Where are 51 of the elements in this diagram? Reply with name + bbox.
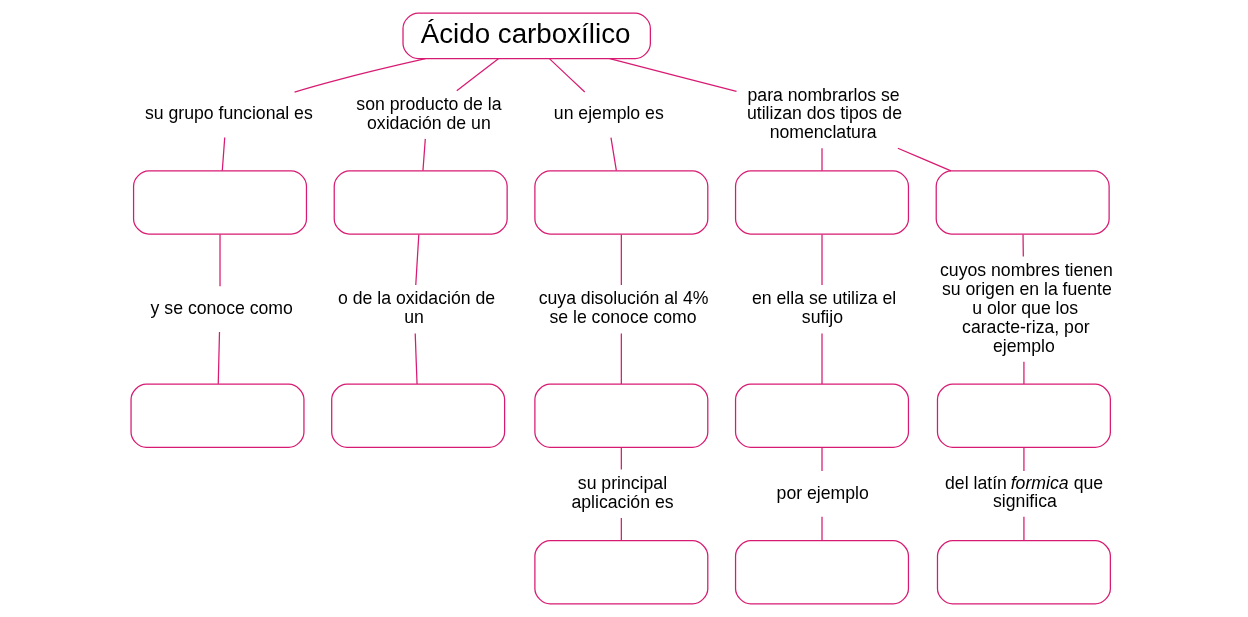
- connector: [620, 233, 622, 286]
- node-text: son producto de la oxidación de un: [355, 93, 502, 133]
- connector: [820, 147, 823, 172]
- node-box: [734, 540, 909, 605]
- connector: [414, 332, 418, 385]
- node-box: Ácido carboxílico: [401, 12, 651, 60]
- node-box: [936, 540, 1111, 605]
- node-box: [533, 170, 708, 235]
- node-box: [533, 383, 708, 448]
- node-text: o de la oxidación de un: [337, 288, 495, 328]
- node-text: su principal aplicación es: [570, 473, 674, 513]
- connector: [414, 233, 419, 286]
- connector: [1022, 361, 1025, 385]
- connector: [221, 136, 225, 172]
- connector: [896, 147, 952, 172]
- connector: [608, 58, 737, 93]
- connector: [1022, 516, 1025, 542]
- connector: [820, 332, 823, 385]
- node-box: [936, 383, 1111, 448]
- node-box: [132, 170, 307, 235]
- connector: [293, 58, 426, 93]
- node-box: [333, 170, 508, 235]
- node-text: cuyos nombres tienen su origen en la fuente u olor que los caracte-riza, por ejemplo: [939, 259, 1113, 356]
- node-text: un ejemplo es: [553, 103, 664, 124]
- connector: [820, 233, 823, 286]
- connector: [620, 446, 622, 471]
- connector: [455, 58, 499, 92]
- node-text: por ejemplo: [776, 482, 869, 503]
- connector: [218, 233, 221, 287]
- connector: [217, 331, 220, 385]
- node-text: y se conoce como: [150, 297, 293, 318]
- node-text: del latín formica que significa: [944, 473, 1103, 511]
- node-text: su grupo funcional es: [144, 103, 313, 124]
- connector: [1021, 233, 1024, 258]
- node-text: para nombrarlos se utilizan dos tipos de nomenclatura: [746, 84, 902, 143]
- connector: [620, 517, 622, 541]
- connector: [1022, 446, 1025, 472]
- connector: [421, 138, 426, 172]
- connector: [620, 332, 622, 385]
- node-box: [734, 383, 909, 448]
- connector: [609, 136, 617, 172]
- node-box: [935, 170, 1110, 235]
- connector: [820, 516, 823, 542]
- node-box: [330, 383, 505, 448]
- node-box: [129, 383, 305, 448]
- node-text: cuya disolución al 4% se le conoce como: [538, 288, 708, 328]
- connector: [820, 446, 823, 472]
- node-text: en ella se utiliza el sufijo: [751, 288, 896, 328]
- node-box: [734, 170, 909, 235]
- node-box: [533, 540, 708, 605]
- connector: [548, 58, 585, 93]
